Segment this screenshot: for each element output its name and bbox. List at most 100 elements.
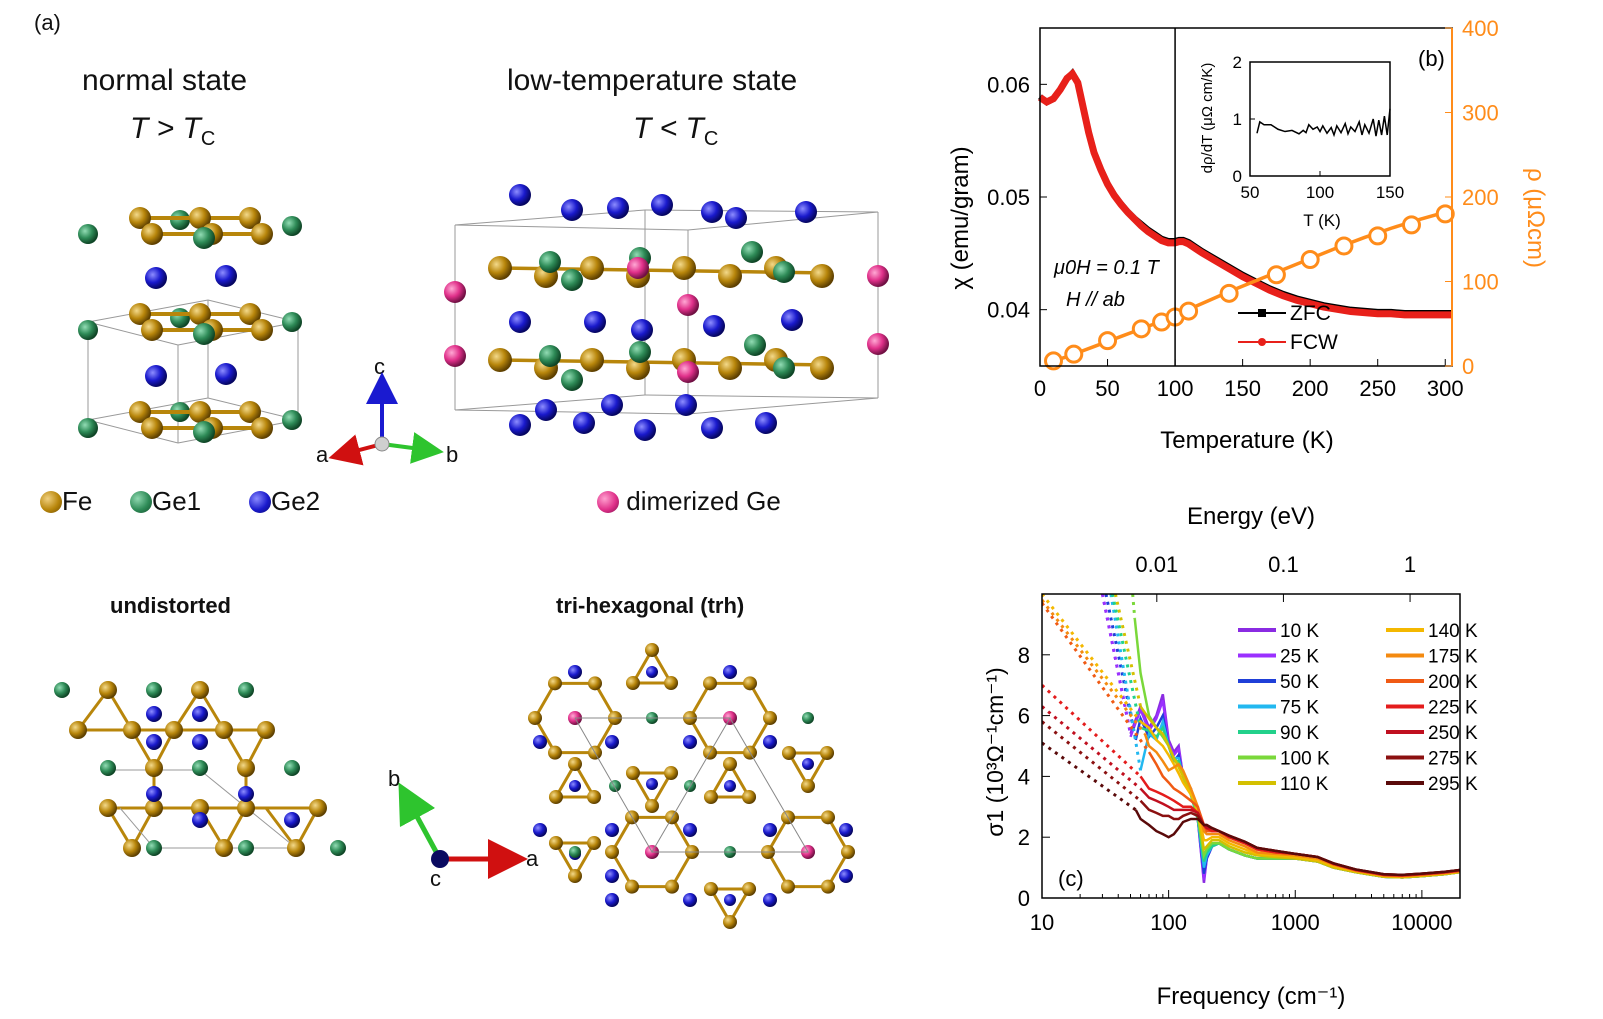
rho-marker bbox=[1152, 312, 1172, 332]
chart-c-plot-area bbox=[1042, 594, 1460, 883]
y2-tick-label: 0 bbox=[1462, 354, 1474, 379]
normal-cond-sub: C bbox=[200, 128, 216, 150]
ge2-atom bbox=[724, 780, 736, 792]
inset-frame bbox=[1249, 61, 1391, 177]
fe-atom bbox=[129, 207, 151, 229]
drude-extrapolation bbox=[1100, 594, 1132, 735]
fe-bond bbox=[708, 887, 752, 926]
inset-x-tick-label: 50 bbox=[1241, 183, 1260, 202]
fe-atom bbox=[141, 417, 163, 439]
ge2-atom bbox=[145, 267, 167, 289]
ge2-atom bbox=[284, 812, 300, 828]
top-x-tick-label: 0.1 bbox=[1268, 552, 1299, 577]
rho-marker bbox=[1219, 283, 1239, 303]
y2-tick-label: 300 bbox=[1462, 101, 1499, 126]
undistorted-label: undistorted bbox=[110, 593, 231, 618]
x-tick-label: 50 bbox=[1095, 376, 1119, 401]
legend-label: 50 K bbox=[1280, 672, 1319, 693]
x-tick-label: 250 bbox=[1359, 376, 1396, 401]
cell-edge bbox=[687, 397, 879, 415]
ge1-atom bbox=[561, 369, 583, 391]
inset-y-tick-label: 1 bbox=[1233, 110, 1242, 129]
fe-atom bbox=[548, 676, 562, 691]
chart-b-xlabel: Temperature (K) bbox=[1160, 427, 1333, 454]
y-tick-label: 0.04 bbox=[987, 298, 1030, 323]
inset-y-tick-label: 0 bbox=[1233, 167, 1242, 186]
ge2-atom bbox=[569, 780, 581, 792]
fe-atom bbox=[820, 746, 835, 760]
fe-bond bbox=[708, 760, 752, 799]
chart-b-y2label: ρ (μΩcm) bbox=[1522, 168, 1549, 268]
rho-marker bbox=[1044, 351, 1064, 371]
drude-extrapolation bbox=[1042, 684, 1142, 778]
ge1-atom bbox=[193, 227, 215, 249]
y2-tick-label: 400 bbox=[1462, 16, 1499, 41]
legend-label: 10 K bbox=[1280, 621, 1319, 642]
fe-atom bbox=[237, 759, 255, 777]
fe-atom-icon bbox=[40, 491, 62, 513]
trh-label: tri-hexagonal (trh) bbox=[556, 593, 745, 618]
fe-atom bbox=[488, 348, 512, 372]
legend-label: 25 K bbox=[1280, 647, 1319, 668]
fe-bond bbox=[553, 841, 597, 880]
fe-atom bbox=[821, 879, 835, 894]
triad2-c-label: c bbox=[430, 866, 441, 891]
rho-marker bbox=[1131, 319, 1151, 339]
fe-atom bbox=[742, 882, 757, 896]
dimerized-ge-atom bbox=[677, 361, 699, 383]
ge2-atom bbox=[568, 665, 582, 679]
cell-edge bbox=[87, 321, 179, 346]
series-zfc bbox=[1038, 68, 1452, 317]
x-tick-label: 10 bbox=[1030, 910, 1054, 935]
fe-atom bbox=[141, 319, 163, 341]
ge2-atom bbox=[839, 823, 853, 837]
normal-cond-text: T > T bbox=[130, 112, 201, 145]
dimerized-ge-atom bbox=[867, 333, 889, 355]
fe-atom bbox=[548, 836, 563, 850]
legend-label: 175 K bbox=[1428, 647, 1478, 668]
ge2-atom bbox=[646, 778, 658, 790]
fe-atom bbox=[723, 757, 737, 771]
ge2-atom bbox=[755, 412, 777, 434]
inset-x-tick-label: 100 bbox=[1306, 183, 1334, 202]
y-tick-label: 4 bbox=[1018, 764, 1030, 789]
fe-atom bbox=[781, 746, 796, 760]
inset-ylabel: dρ/dT (μΩ cm/K) bbox=[1199, 63, 1216, 174]
fe-atom bbox=[189, 207, 211, 229]
ge2-atom bbox=[509, 414, 531, 436]
y-tick-label: 0.05 bbox=[987, 185, 1030, 210]
series-10-K bbox=[1129, 693, 1460, 883]
ge2-atom bbox=[509, 184, 531, 206]
rho-marker bbox=[1300, 250, 1320, 270]
legend-label: 250 K bbox=[1428, 723, 1478, 744]
fe-bond bbox=[553, 760, 597, 799]
series-fcw bbox=[1038, 68, 1452, 319]
fe-atom bbox=[239, 401, 261, 423]
y2-tick-label: 100 bbox=[1462, 270, 1499, 295]
ge1-atom bbox=[192, 760, 208, 776]
y-tick-label: 0 bbox=[1018, 886, 1030, 911]
fe-atom bbox=[165, 721, 183, 739]
fe-atom bbox=[801, 779, 815, 793]
inset-y-tick-label: 2 bbox=[1233, 53, 1242, 72]
legend-ge2: Ge2 bbox=[249, 486, 320, 517]
ge2-atom bbox=[683, 823, 697, 837]
drude-extrapolation bbox=[1110, 594, 1143, 729]
drude-extrapolation bbox=[1109, 594, 1143, 771]
fe-atom bbox=[718, 264, 742, 288]
cell-edge bbox=[644, 209, 879, 213]
rho-marker bbox=[1165, 307, 1185, 327]
fe-atom bbox=[665, 879, 679, 894]
ge2-atom bbox=[701, 201, 723, 223]
fe-atom bbox=[645, 799, 659, 813]
drude-extrapolation bbox=[1100, 594, 1132, 735]
legend-label: 110 K bbox=[1280, 774, 1329, 795]
undistorted-kagome bbox=[54, 681, 346, 857]
ge2-atom bbox=[683, 893, 697, 907]
triad-a-label: a bbox=[316, 442, 329, 467]
drude-extrapolation bbox=[1042, 720, 1142, 802]
ge2-atom bbox=[703, 315, 725, 337]
cell-edge bbox=[454, 224, 689, 231]
fe-bond bbox=[630, 646, 674, 685]
series-250-K bbox=[1139, 787, 1460, 877]
